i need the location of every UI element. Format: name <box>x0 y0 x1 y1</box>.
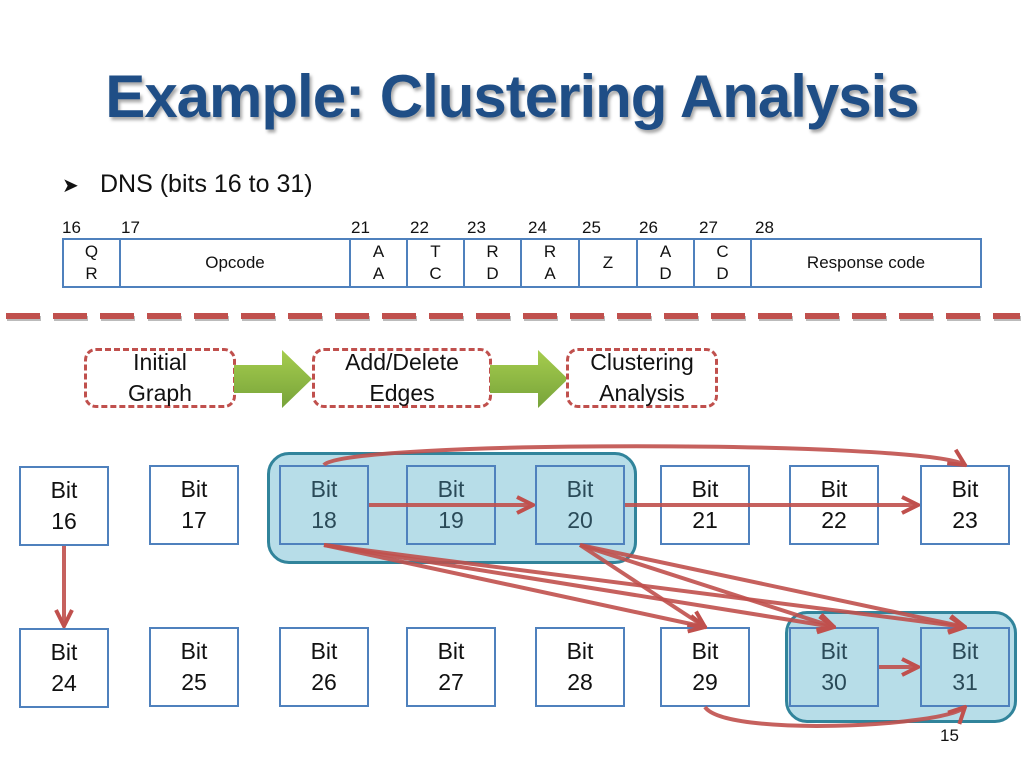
bit-number-label: 27 <box>699 218 718 237</box>
bit-number-label: 28 <box>755 218 774 237</box>
pipeline-arrow-icon <box>234 350 312 408</box>
field-opcode: Opcode <box>119 238 351 288</box>
bit-number-label: 23 <box>467 218 486 237</box>
bit-number-label: 22 <box>410 218 429 237</box>
bit-number-label: 16 <box>62 218 81 237</box>
pipeline-arrow-icon <box>490 350 568 408</box>
bullet-text: DNS (bits 16 to 31) <box>100 170 313 198</box>
bit-number-label: 25 <box>582 218 601 237</box>
bullet-item: ➤ DNS (bits 16 to 31) <box>62 170 313 199</box>
field-z: Z <box>578 238 638 288</box>
bit-number-label: 26 <box>639 218 658 237</box>
field-response-code: Response code <box>750 238 982 288</box>
bullet-arrow-icon: ➤ <box>62 175 79 197</box>
section-divider <box>6 313 1021 321</box>
page-number: 15 <box>940 726 959 745</box>
bit-number-label: 17 <box>121 218 140 237</box>
bit-number-label: 24 <box>528 218 547 237</box>
slide-title: Example: Clustering Analysis <box>105 63 919 130</box>
bit-number-label: 21 <box>351 218 370 237</box>
